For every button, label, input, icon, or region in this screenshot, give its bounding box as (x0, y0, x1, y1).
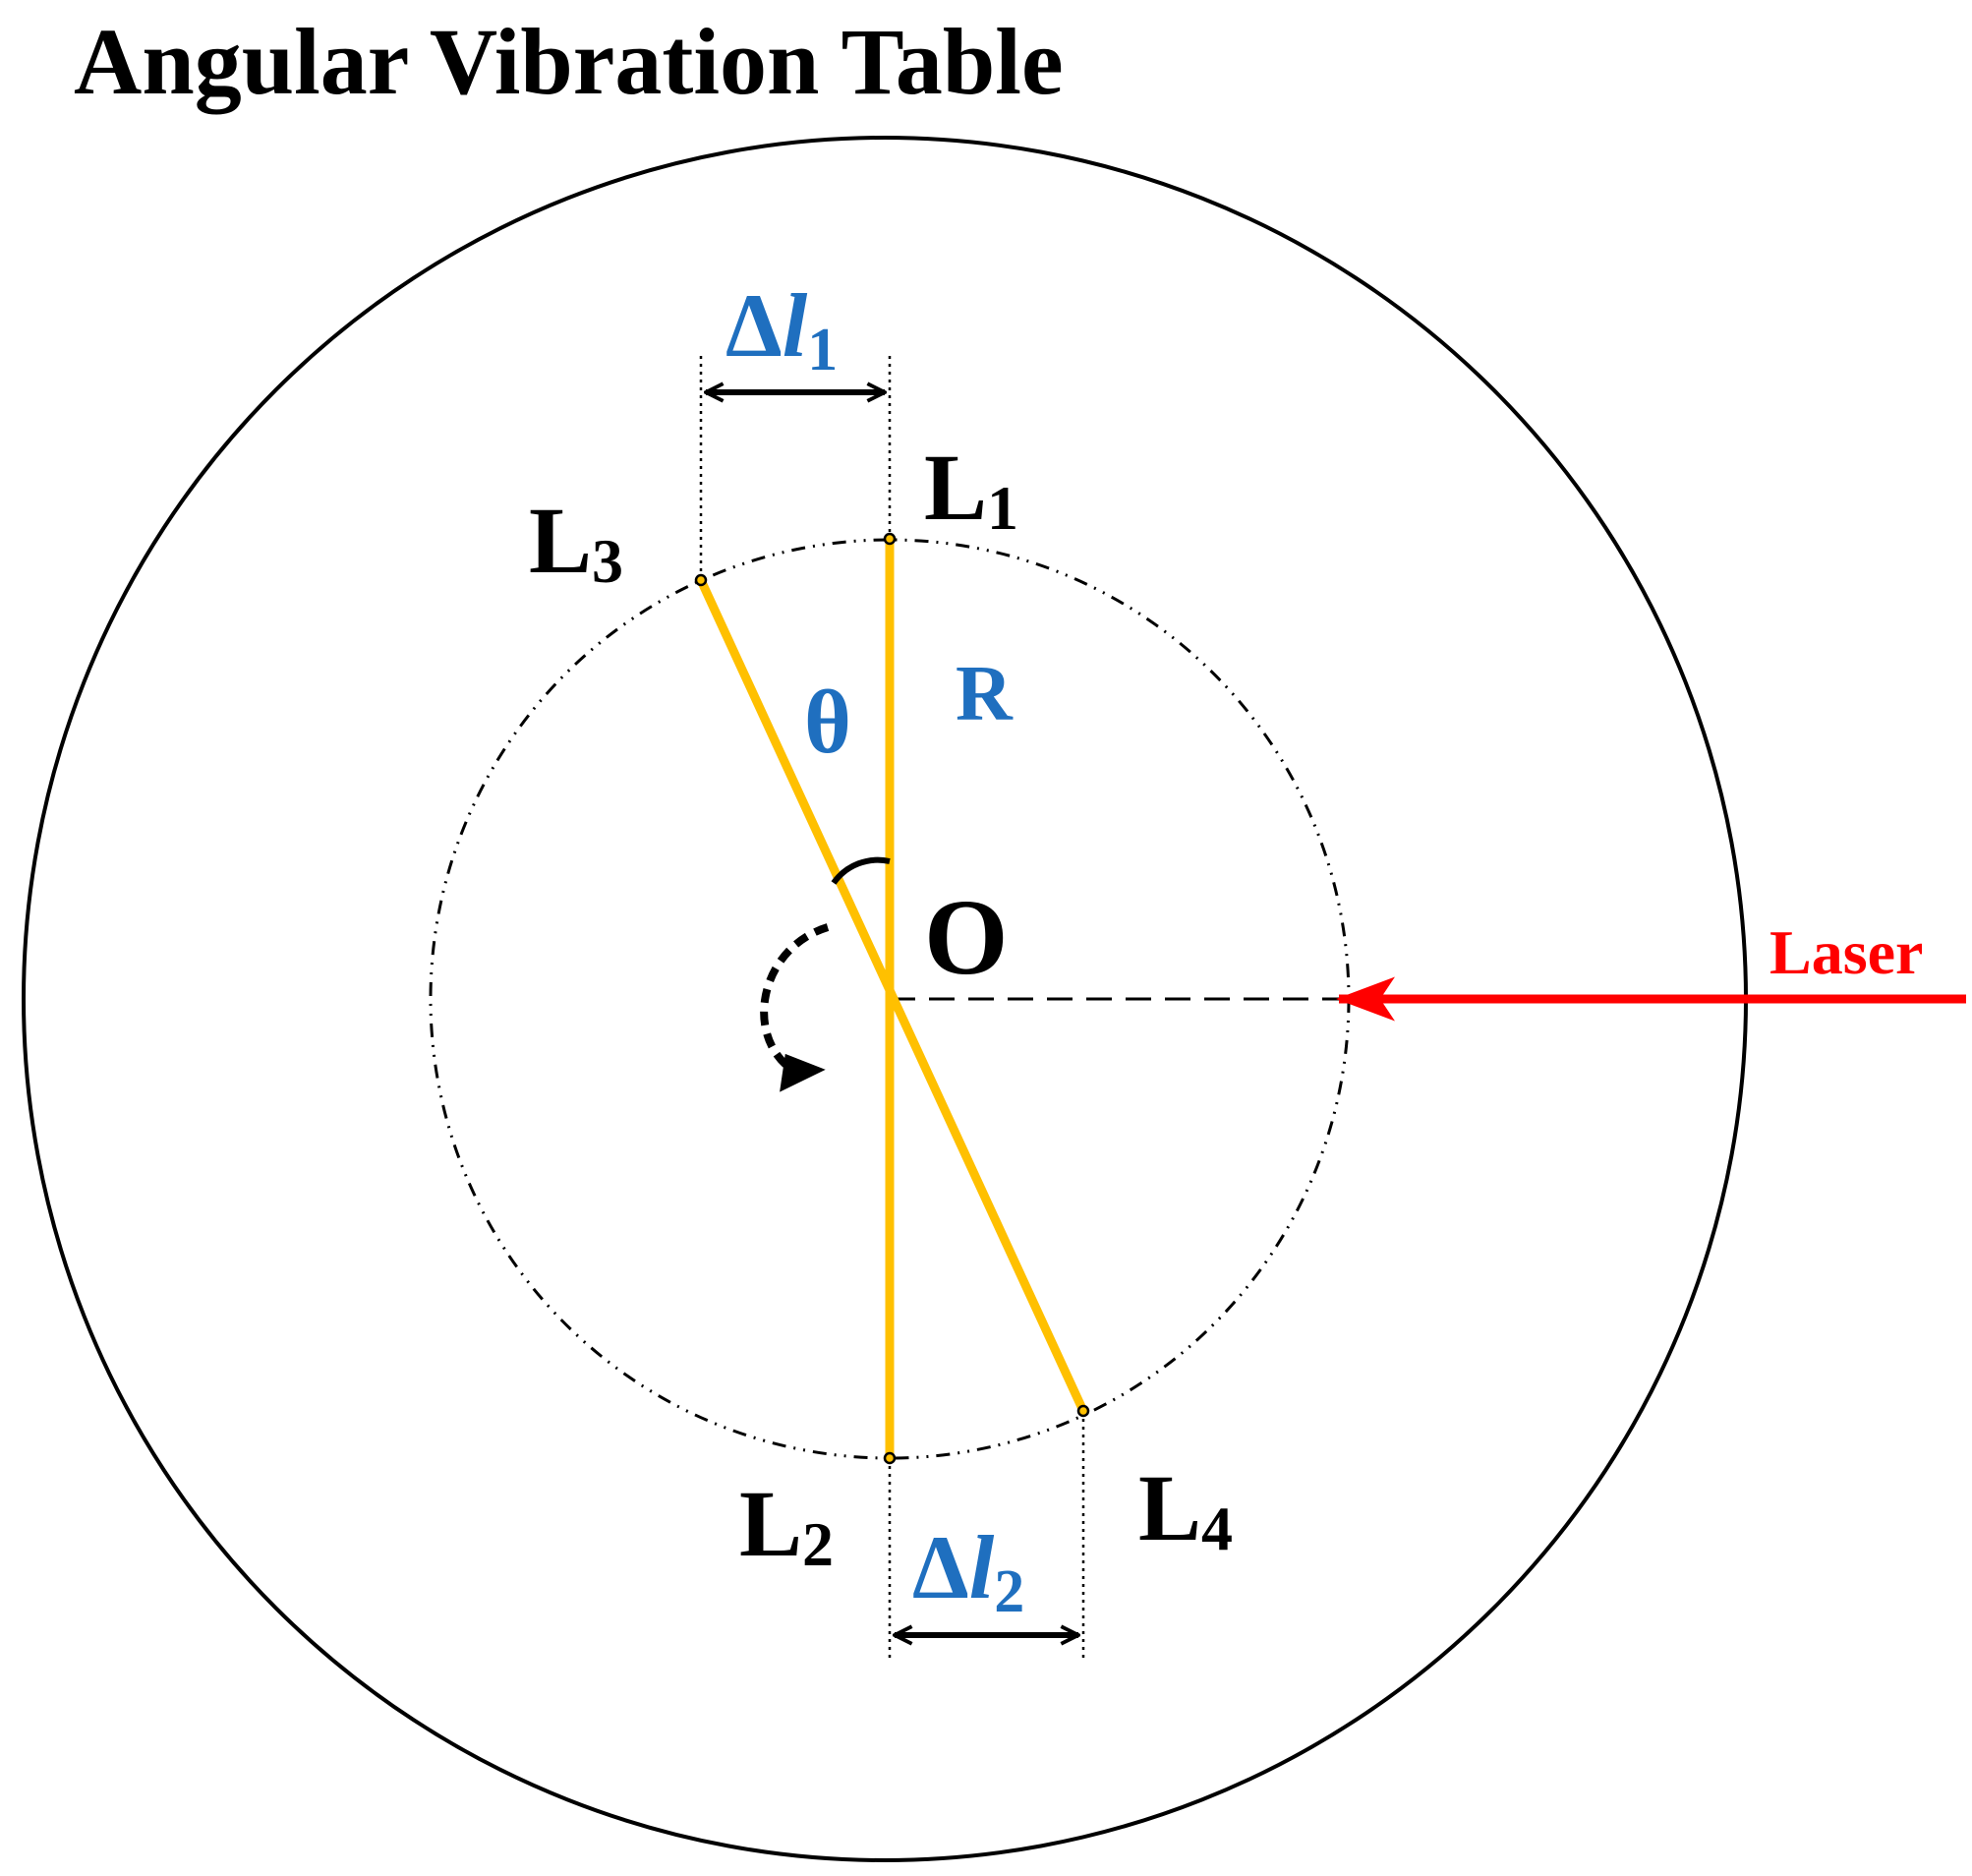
theta-angle-arc (831, 856, 891, 885)
label-l2: L2 (739, 1471, 834, 1579)
label-delta-l2: Δl2 (912, 1517, 1024, 1625)
rod-l3-l4 (696, 578, 1088, 1413)
point-l4 (1076, 1404, 1090, 1418)
point-l1 (883, 532, 897, 546)
rotation-arrow-head (780, 1053, 826, 1092)
label-r: R (956, 651, 1014, 737)
label-l3: L3 (529, 488, 623, 596)
label-delta-l1: Δl1 (725, 275, 838, 383)
point-l3 (694, 573, 708, 587)
diagram-title: Angular Vibration Table (74, 9, 1064, 114)
point-l2 (883, 1451, 897, 1465)
label-laser: Laser (1769, 917, 1923, 987)
label-origin-o: O (924, 877, 1009, 997)
rotation-arrow (760, 923, 830, 1078)
label-l1: L1 (924, 435, 1018, 543)
label-l4: L4 (1138, 1455, 1233, 1563)
label-theta: θ (804, 672, 851, 772)
